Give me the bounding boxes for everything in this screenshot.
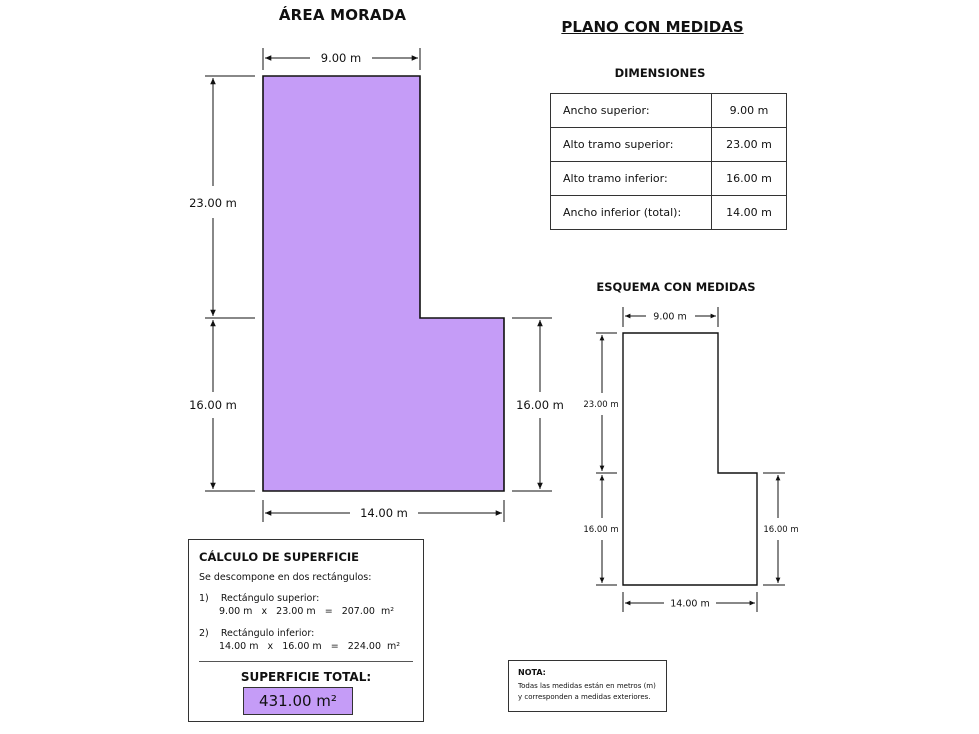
- table-row: Alto tramo superior: 23.00 m: [550, 127, 787, 162]
- scheme-top-width-label: 9.00 m: [653, 312, 686, 323]
- dimension-value: 14.00 m: [711, 195, 787, 230]
- note-title: NOTA:: [518, 668, 546, 677]
- dimension-value: 9.00 m: [711, 93, 787, 128]
- bottom-width-label: 14.00 m: [360, 506, 408, 520]
- note-box: NOTA: Todas las medidas están en metros …: [508, 660, 667, 712]
- top-width-label: 9.00 m: [321, 51, 361, 65]
- dimension-value: 23.00 m: [711, 127, 787, 162]
- calculation-box: CÁLCULO DE SUPERFICIE Se descompone en d…: [188, 539, 424, 722]
- table-row: Ancho superior: 9.00 m: [550, 93, 787, 128]
- dimension-label: Alto tramo superior:: [550, 127, 712, 162]
- rect2-label: 2) Rectángulo inferior:: [199, 628, 315, 639]
- scheme-upper-height-label: 23.00 m: [583, 400, 618, 410]
- total-label: SUPERFICIE TOTAL:: [240, 670, 372, 684]
- note-line: y corresponden a medidas exteriores.: [518, 693, 651, 701]
- calculation-intro: Se descompone en dos rectángulos:: [199, 572, 372, 583]
- dimension-label: Alto tramo inferior:: [550, 161, 712, 196]
- note-line: Todas las medidas están en metros (m): [518, 682, 656, 690]
- dimensions-table: Ancho superior: 9.00 m Alto tramo superi…: [550, 93, 787, 230]
- scheme-lower-height-left-label: 16.00 m: [583, 525, 618, 535]
- dimensions-title: DIMENSIONES: [614, 66, 706, 80]
- calculation-title: CÁLCULO DE SUPERFICIE: [199, 550, 360, 564]
- table-row: Ancho inferior (total): 14.00 m: [550, 195, 787, 230]
- area-title: ÁREA MORADA: [278, 6, 407, 24]
- table-row: Alto tramo inferior: 16.00 m: [550, 161, 787, 196]
- scheme-bottom-width-label: 14.00 m: [670, 599, 709, 610]
- total-value: 431.00 m²: [243, 687, 353, 715]
- lower-height-left-label: 16.00 m: [189, 398, 237, 412]
- plan-title: PLANO CON MEDIDAS: [561, 18, 744, 36]
- scheme-lower-height-right-label: 16.00 m: [763, 525, 798, 535]
- purple-l-shape: [262, 75, 505, 492]
- dimension-value: 16.00 m: [711, 161, 787, 196]
- separator: [199, 661, 413, 662]
- lower-height-right-label: 16.00 m: [516, 398, 564, 412]
- dimension-label: Ancho superior:: [550, 93, 712, 128]
- rect2-formula: 14.00 m x 16.00 m = 224.00 m²: [219, 641, 401, 652]
- upper-height-label: 23.00 m: [189, 196, 237, 210]
- dimension-label: Ancho inferior (total):: [550, 195, 712, 230]
- scheme-title: ESQUEMA CON MEDIDAS: [596, 280, 756, 294]
- rect1-formula: 9.00 m x 23.00 m = 207.00 m²: [219, 606, 395, 617]
- rect1-label: 1) Rectángulo superior:: [199, 593, 320, 604]
- scheme-l-outline: [622, 332, 758, 586]
